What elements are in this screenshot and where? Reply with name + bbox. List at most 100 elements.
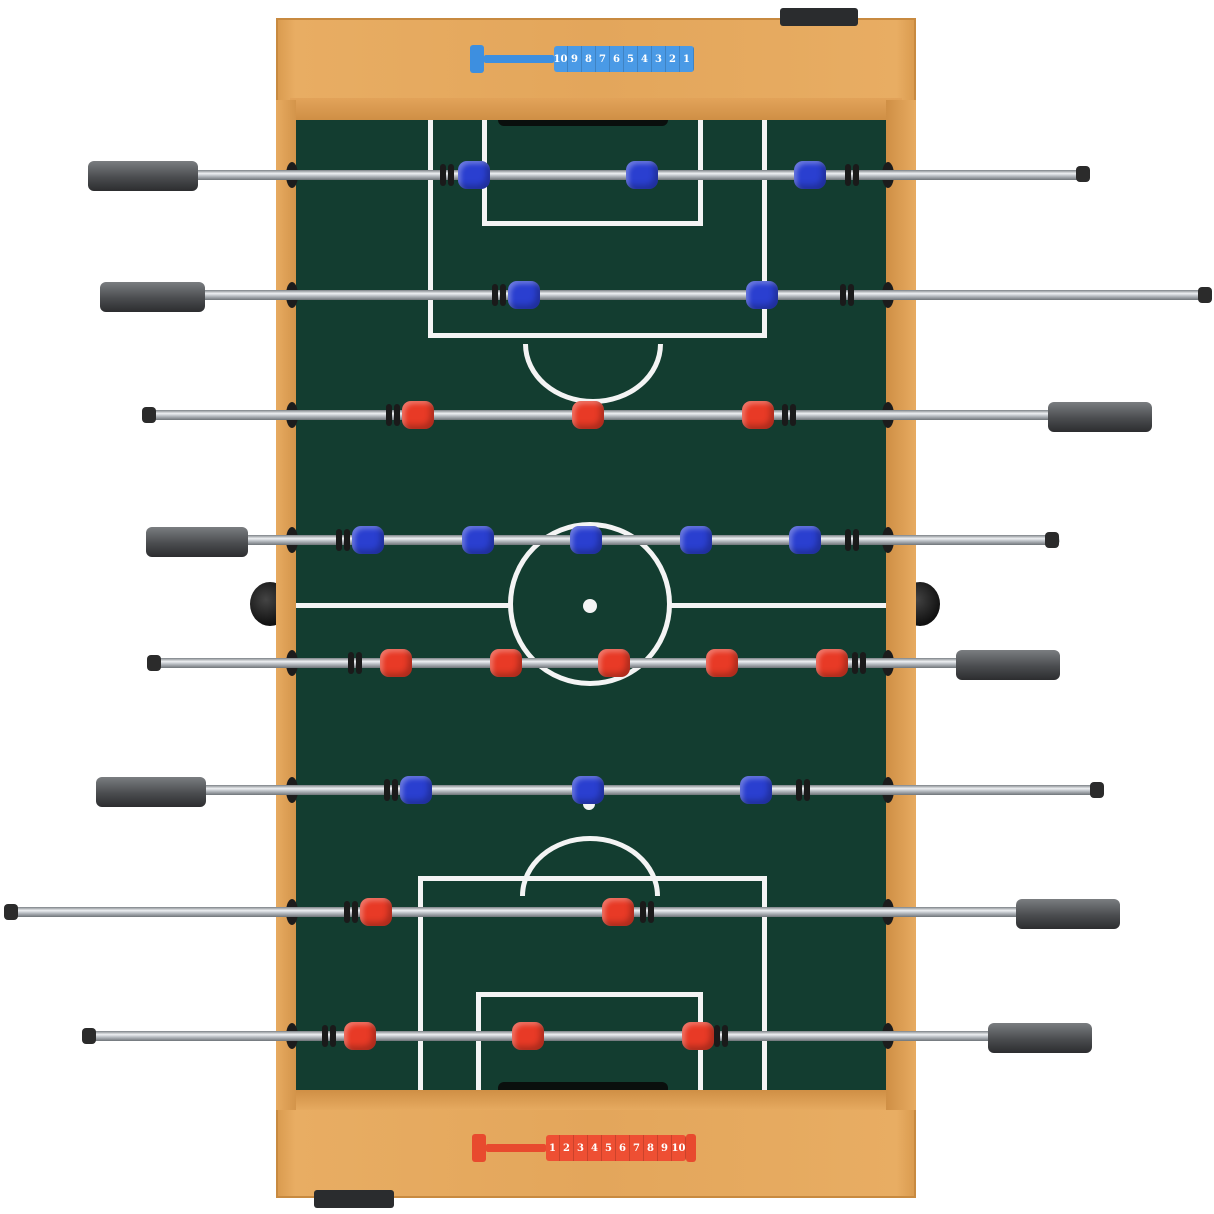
score-tile[interactable]: 1 bbox=[546, 1135, 560, 1161]
side-rail-right bbox=[886, 100, 916, 1110]
rod-2[interactable] bbox=[190, 290, 1210, 300]
player-blue bbox=[570, 526, 602, 554]
bumper-icon bbox=[448, 164, 454, 186]
score-tile[interactable]: 7 bbox=[630, 1135, 644, 1161]
player-blue bbox=[789, 526, 821, 554]
score-tile[interactable]: 2 bbox=[560, 1135, 574, 1161]
rod-8[interactable] bbox=[86, 1031, 1006, 1041]
player-red bbox=[360, 898, 392, 926]
player-blue bbox=[626, 161, 658, 189]
score-slider-handle[interactable] bbox=[470, 45, 484, 73]
score-tile[interactable]: 6 bbox=[610, 46, 624, 72]
score-tile[interactable]: 6 bbox=[616, 1135, 630, 1161]
player-red bbox=[402, 401, 434, 429]
rod-4[interactable] bbox=[230, 535, 1060, 545]
bumper-icon bbox=[845, 529, 851, 551]
bumper-icon bbox=[440, 164, 446, 186]
rod-7[interactable] bbox=[8, 907, 1028, 917]
penalty-arc-top bbox=[523, 344, 663, 404]
bumper-icon bbox=[384, 779, 390, 801]
score-tile[interactable]: 9 bbox=[568, 46, 582, 72]
score-tile[interactable]: 8 bbox=[644, 1135, 658, 1161]
bumper-icon bbox=[848, 284, 854, 306]
bumper-icon bbox=[356, 652, 362, 674]
player-blue bbox=[746, 281, 778, 309]
rod-4-handle[interactable] bbox=[146, 527, 248, 557]
rod-5-handle[interactable] bbox=[956, 650, 1060, 680]
score-tile[interactable]: 4 bbox=[588, 1135, 602, 1161]
bumper-icon bbox=[790, 404, 796, 426]
rod-5[interactable] bbox=[150, 658, 970, 668]
rod-3-end-cap bbox=[142, 407, 156, 423]
bumper-icon bbox=[322, 1025, 328, 1047]
score-tile[interactable]: 4 bbox=[638, 46, 652, 72]
rod-1-end-cap bbox=[1076, 166, 1090, 182]
player-blue bbox=[508, 281, 540, 309]
rod-5-end-cap bbox=[147, 655, 161, 671]
bumper-icon bbox=[853, 529, 859, 551]
field-line bbox=[762, 118, 767, 338]
bumper-icon bbox=[640, 901, 646, 923]
player-blue bbox=[572, 776, 604, 804]
score-tiles: 1 2 3 4 5 6 7 8 9 10 bbox=[546, 1135, 686, 1161]
bumper-icon bbox=[852, 652, 858, 674]
player-red bbox=[816, 649, 848, 677]
bumper-icon bbox=[648, 901, 654, 923]
player-blue bbox=[740, 776, 772, 804]
score-tile[interactable]: 10 bbox=[554, 46, 568, 72]
player-blue bbox=[462, 526, 494, 554]
player-red bbox=[572, 401, 604, 429]
rod-1-handle[interactable] bbox=[88, 161, 198, 191]
field-line bbox=[476, 992, 703, 997]
score-tile[interactable]: 3 bbox=[652, 46, 666, 72]
rod-6-handle[interactable] bbox=[96, 777, 206, 807]
rod-7-handle[interactable] bbox=[1016, 899, 1120, 929]
player-blue bbox=[680, 526, 712, 554]
bumper-icon bbox=[845, 164, 851, 186]
field-line bbox=[418, 876, 423, 1092]
rod-6[interactable] bbox=[190, 785, 1100, 795]
side-rail-left bbox=[276, 100, 296, 1110]
bumper-icon bbox=[352, 901, 358, 923]
score-tile[interactable]: 2 bbox=[666, 46, 680, 72]
bumper-icon bbox=[796, 779, 802, 801]
score-tiles: 10 9 8 7 6 5 4 3 2 1 bbox=[554, 46, 694, 72]
rod-2-handle[interactable] bbox=[100, 282, 205, 312]
field-line bbox=[476, 992, 481, 1092]
rod-3-handle[interactable] bbox=[1048, 402, 1152, 432]
score-tile[interactable]: 10 bbox=[672, 1135, 686, 1161]
bumper-icon bbox=[714, 1025, 720, 1047]
player-red bbox=[742, 401, 774, 429]
player-red bbox=[512, 1022, 544, 1050]
bumper-icon bbox=[840, 284, 846, 306]
bumper-icon bbox=[386, 404, 392, 426]
rod-3[interactable] bbox=[145, 410, 1065, 420]
bumper-icon bbox=[722, 1025, 728, 1047]
score-slider-end bbox=[686, 1134, 696, 1162]
rod-2-end-cap bbox=[1198, 287, 1212, 303]
score-counter-blue[interactable]: 10 9 8 7 6 5 4 3 2 1 bbox=[470, 45, 694, 73]
end-rail-bottom bbox=[290, 1090, 902, 1110]
bumper-icon bbox=[492, 284, 498, 306]
end-rail-top bbox=[290, 98, 902, 120]
field-line bbox=[418, 876, 767, 881]
player-red bbox=[490, 649, 522, 677]
bumper-icon bbox=[804, 779, 810, 801]
rod-8-handle[interactable] bbox=[988, 1023, 1092, 1053]
rod-7-end-cap bbox=[4, 904, 18, 920]
score-tile[interactable]: 7 bbox=[596, 46, 610, 72]
score-slider-handle[interactable] bbox=[472, 1134, 486, 1162]
score-tile[interactable]: 5 bbox=[602, 1135, 616, 1161]
score-tile[interactable]: 1 bbox=[680, 46, 694, 72]
bumper-icon bbox=[500, 284, 506, 306]
bumper-icon bbox=[348, 652, 354, 674]
rod-6-end-cap bbox=[1090, 782, 1104, 798]
bumper-icon bbox=[344, 901, 350, 923]
score-tile[interactable]: 8 bbox=[582, 46, 596, 72]
score-tile[interactable]: 5 bbox=[624, 46, 638, 72]
score-counter-red[interactable]: 1 2 3 4 5 6 7 8 9 10 bbox=[472, 1134, 696, 1162]
player-blue bbox=[794, 161, 826, 189]
score-tile[interactable]: 9 bbox=[658, 1135, 672, 1161]
playing-field bbox=[296, 114, 886, 1094]
score-tile[interactable]: 3 bbox=[574, 1135, 588, 1161]
